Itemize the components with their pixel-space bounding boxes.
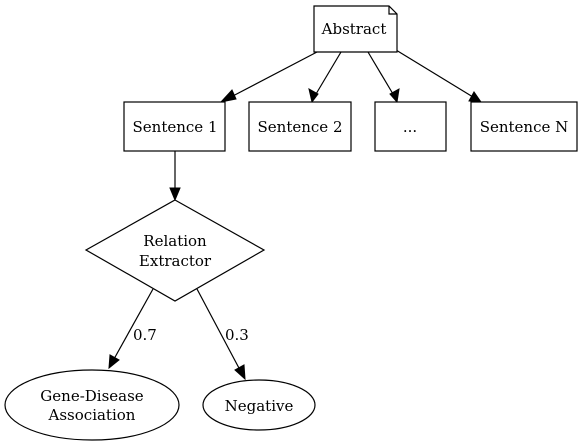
edge-abstract-to-sentence-2 xyxy=(315,51,342,95)
sentence-ellipsis-node: ... xyxy=(374,101,447,152)
gene-disease-label-line1: Gene-Disease xyxy=(40,387,144,405)
arrowhead-sentence-1 xyxy=(219,89,237,103)
sentence-1-node: Sentence 1 xyxy=(123,101,226,152)
sentence-n-node: Sentence N xyxy=(470,101,578,152)
edge-extractor-to-negative xyxy=(196,288,241,371)
sentence-2-node: Sentence 2 xyxy=(248,101,352,152)
sentence-1-label: Sentence 1 xyxy=(133,118,218,136)
arrowhead-ellipsis xyxy=(389,88,400,104)
gene-disease-label-line2: Association xyxy=(48,406,136,424)
sentence-n-label: Sentence N xyxy=(480,118,569,136)
arrowhead-negative xyxy=(234,364,246,381)
sentence-2-label: Sentence 2 xyxy=(258,118,343,136)
edge-abstract-to-sentence-1 xyxy=(228,51,318,99)
abstract-label: Abstract xyxy=(321,20,387,38)
sentence-ellipsis-label: ... xyxy=(403,118,417,136)
abstract-node: Abstract xyxy=(313,5,398,53)
edge-weight-gene-disease: 0.7 xyxy=(133,326,157,344)
edge-extractor-to-gene-disease xyxy=(113,288,154,360)
arrowhead-sentence-n xyxy=(468,91,483,103)
arrowhead-gene-disease xyxy=(108,354,120,370)
relation-extractor-node: Relation Extractor xyxy=(84,199,266,302)
relation-extractor-label-line1: Relation xyxy=(143,232,207,250)
negative-label: Negative xyxy=(225,397,294,415)
edge-abstract-to-ellipsis xyxy=(367,51,394,95)
arrowhead-extractor xyxy=(169,187,181,202)
gene-disease-node: Gene-Disease Association xyxy=(4,369,180,441)
negative-node: Negative xyxy=(202,379,316,431)
edge-abstract-to-sentence-n xyxy=(395,49,474,98)
arrowhead-sentence-2 xyxy=(308,88,319,104)
edge-weight-negative: 0.3 xyxy=(225,326,249,344)
relation-extractor-label-line2: Extractor xyxy=(139,252,212,270)
